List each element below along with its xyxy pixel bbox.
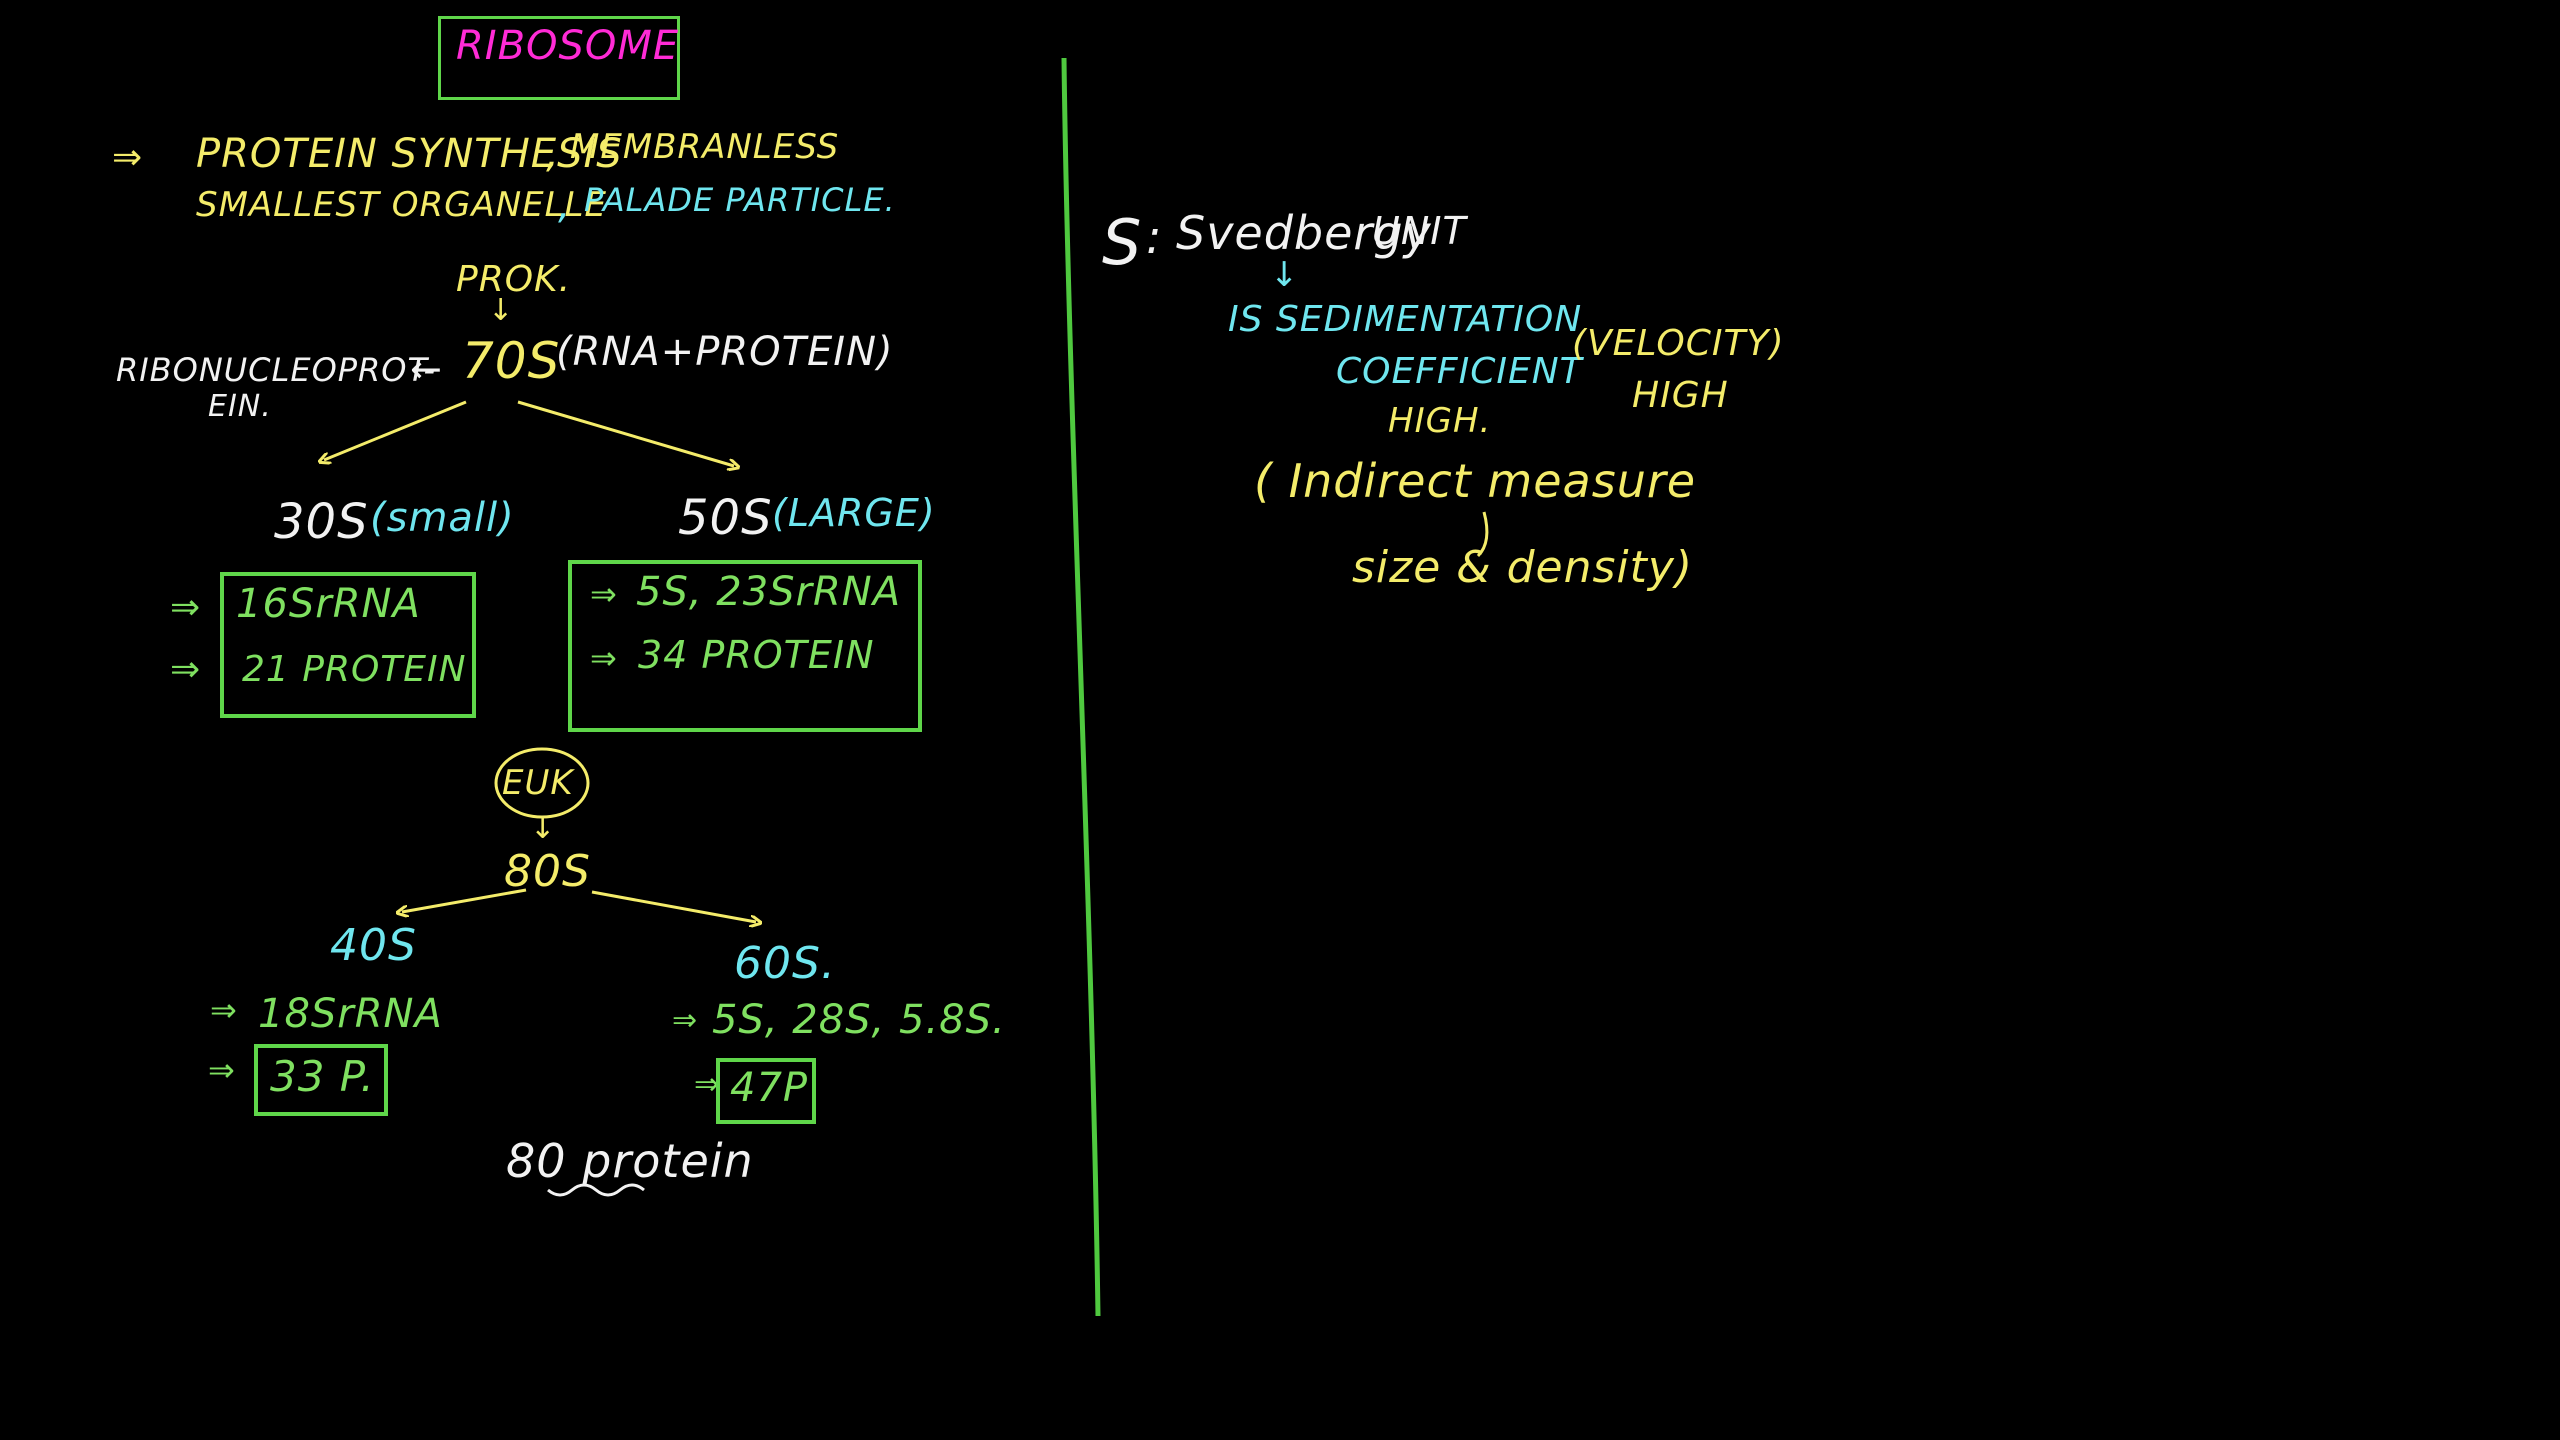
s30-item1-text: 16SrRNA (236, 581, 421, 627)
s50-box (568, 560, 922, 732)
intro-line1-a: PROTEIN SYNTHESIS (196, 131, 623, 177)
svedberg-unit-word: UNIT (1372, 209, 1467, 253)
s50-item2-text: 34 PROTEIN (638, 633, 875, 677)
definition-line3: HIGH. (1388, 401, 1492, 441)
s30-item1-arrow: ⇒ (170, 587, 202, 628)
intro-line2-b: PALADE PARTICLE. (584, 181, 896, 219)
prok-down-arrow: ↓ (488, 293, 515, 328)
s50-item1-arrow: ⇒ (590, 575, 618, 613)
svedberg-unit-name: Svedbergy (1176, 206, 1432, 260)
svedberg-down-arrow: ↓ (1270, 255, 1300, 295)
euk-label: EUK (502, 763, 574, 803)
intro-bullet-arrow: ⇒ (112, 137, 144, 178)
s30-item2-arrow: ⇒ (170, 649, 202, 690)
svedberg-s-letter: S (1102, 206, 1143, 279)
definition-line2: COEFFICIENT (1336, 351, 1583, 392)
page-title: RIBOSOME (456, 23, 680, 69)
arrow-70s-to-50s (517, 400, 734, 466)
intro-line2-a: SMALLEST ORGANELLE (196, 185, 607, 225)
s60-rna-arrow: ⇒ (672, 1003, 699, 1038)
s30-value: 30S (274, 494, 369, 550)
s50-item1-text: 5S, 23SrRNA (636, 569, 902, 615)
s60-rna: 5S, 28S, 5.8S. (712, 997, 1006, 1043)
velocity-label: (VELOCITY) (1572, 323, 1785, 364)
s50-item2-arrow: ⇒ (590, 639, 618, 677)
definition-line1: IS SEDIMENTATION (1228, 299, 1583, 340)
s30-item2-text: 21 PROTEIN (242, 649, 467, 690)
s60-protein-box (716, 1058, 816, 1124)
s40-protein-box (254, 1044, 388, 1116)
s60-protein-arrow: ⇒ (694, 1067, 721, 1102)
vertical-divider (1061, 57, 1101, 1317)
s60-protein: 47P (730, 1065, 809, 1111)
prok-left-arrow: ← (410, 347, 443, 391)
s50-value: 50S (678, 490, 773, 546)
title-box (438, 16, 680, 100)
s30-box (220, 572, 476, 718)
arrow-80s-to-60s (591, 890, 756, 922)
total-protein: 80 protein (506, 1134, 754, 1188)
measure-line1: ( Indirect measure (1254, 454, 1697, 508)
prok-alias-line1: RIBONUCLEOPROT- (116, 351, 436, 389)
s40-rna-arrow: ⇒ (210, 991, 238, 1029)
measure-line2: size & density) (1352, 542, 1694, 593)
euk-down-arrow: ↓ (530, 811, 557, 846)
intro-line1-sep: , (546, 131, 560, 177)
s40-value: 40S (330, 920, 417, 971)
prok-alias-line2: EIN. (208, 389, 272, 424)
prok-label: PROK. (456, 259, 572, 300)
s40-rna: 18SrRNA (258, 991, 443, 1037)
s50-label: (LARGE) (772, 491, 936, 535)
s40-protein-arrow: ⇒ (208, 1051, 236, 1089)
euk-80s-value: 80S (504, 846, 591, 897)
prok-composition: (RNA+PROTEIN) (556, 329, 894, 375)
velocity-high: HIGH (1632, 375, 1729, 416)
intro-line1-b: MEMBRANLESS (570, 127, 840, 167)
svedberg-colon: : (1146, 210, 1163, 264)
arrow-70s-to-30s (324, 400, 467, 460)
s40-protein: 33 P. (270, 1052, 375, 1101)
s60-value: 60S. (734, 938, 836, 989)
prok-70s-value: 70S (462, 332, 561, 390)
s30-label: (small) (370, 495, 515, 541)
intro-line2-sep: , (558, 183, 572, 227)
